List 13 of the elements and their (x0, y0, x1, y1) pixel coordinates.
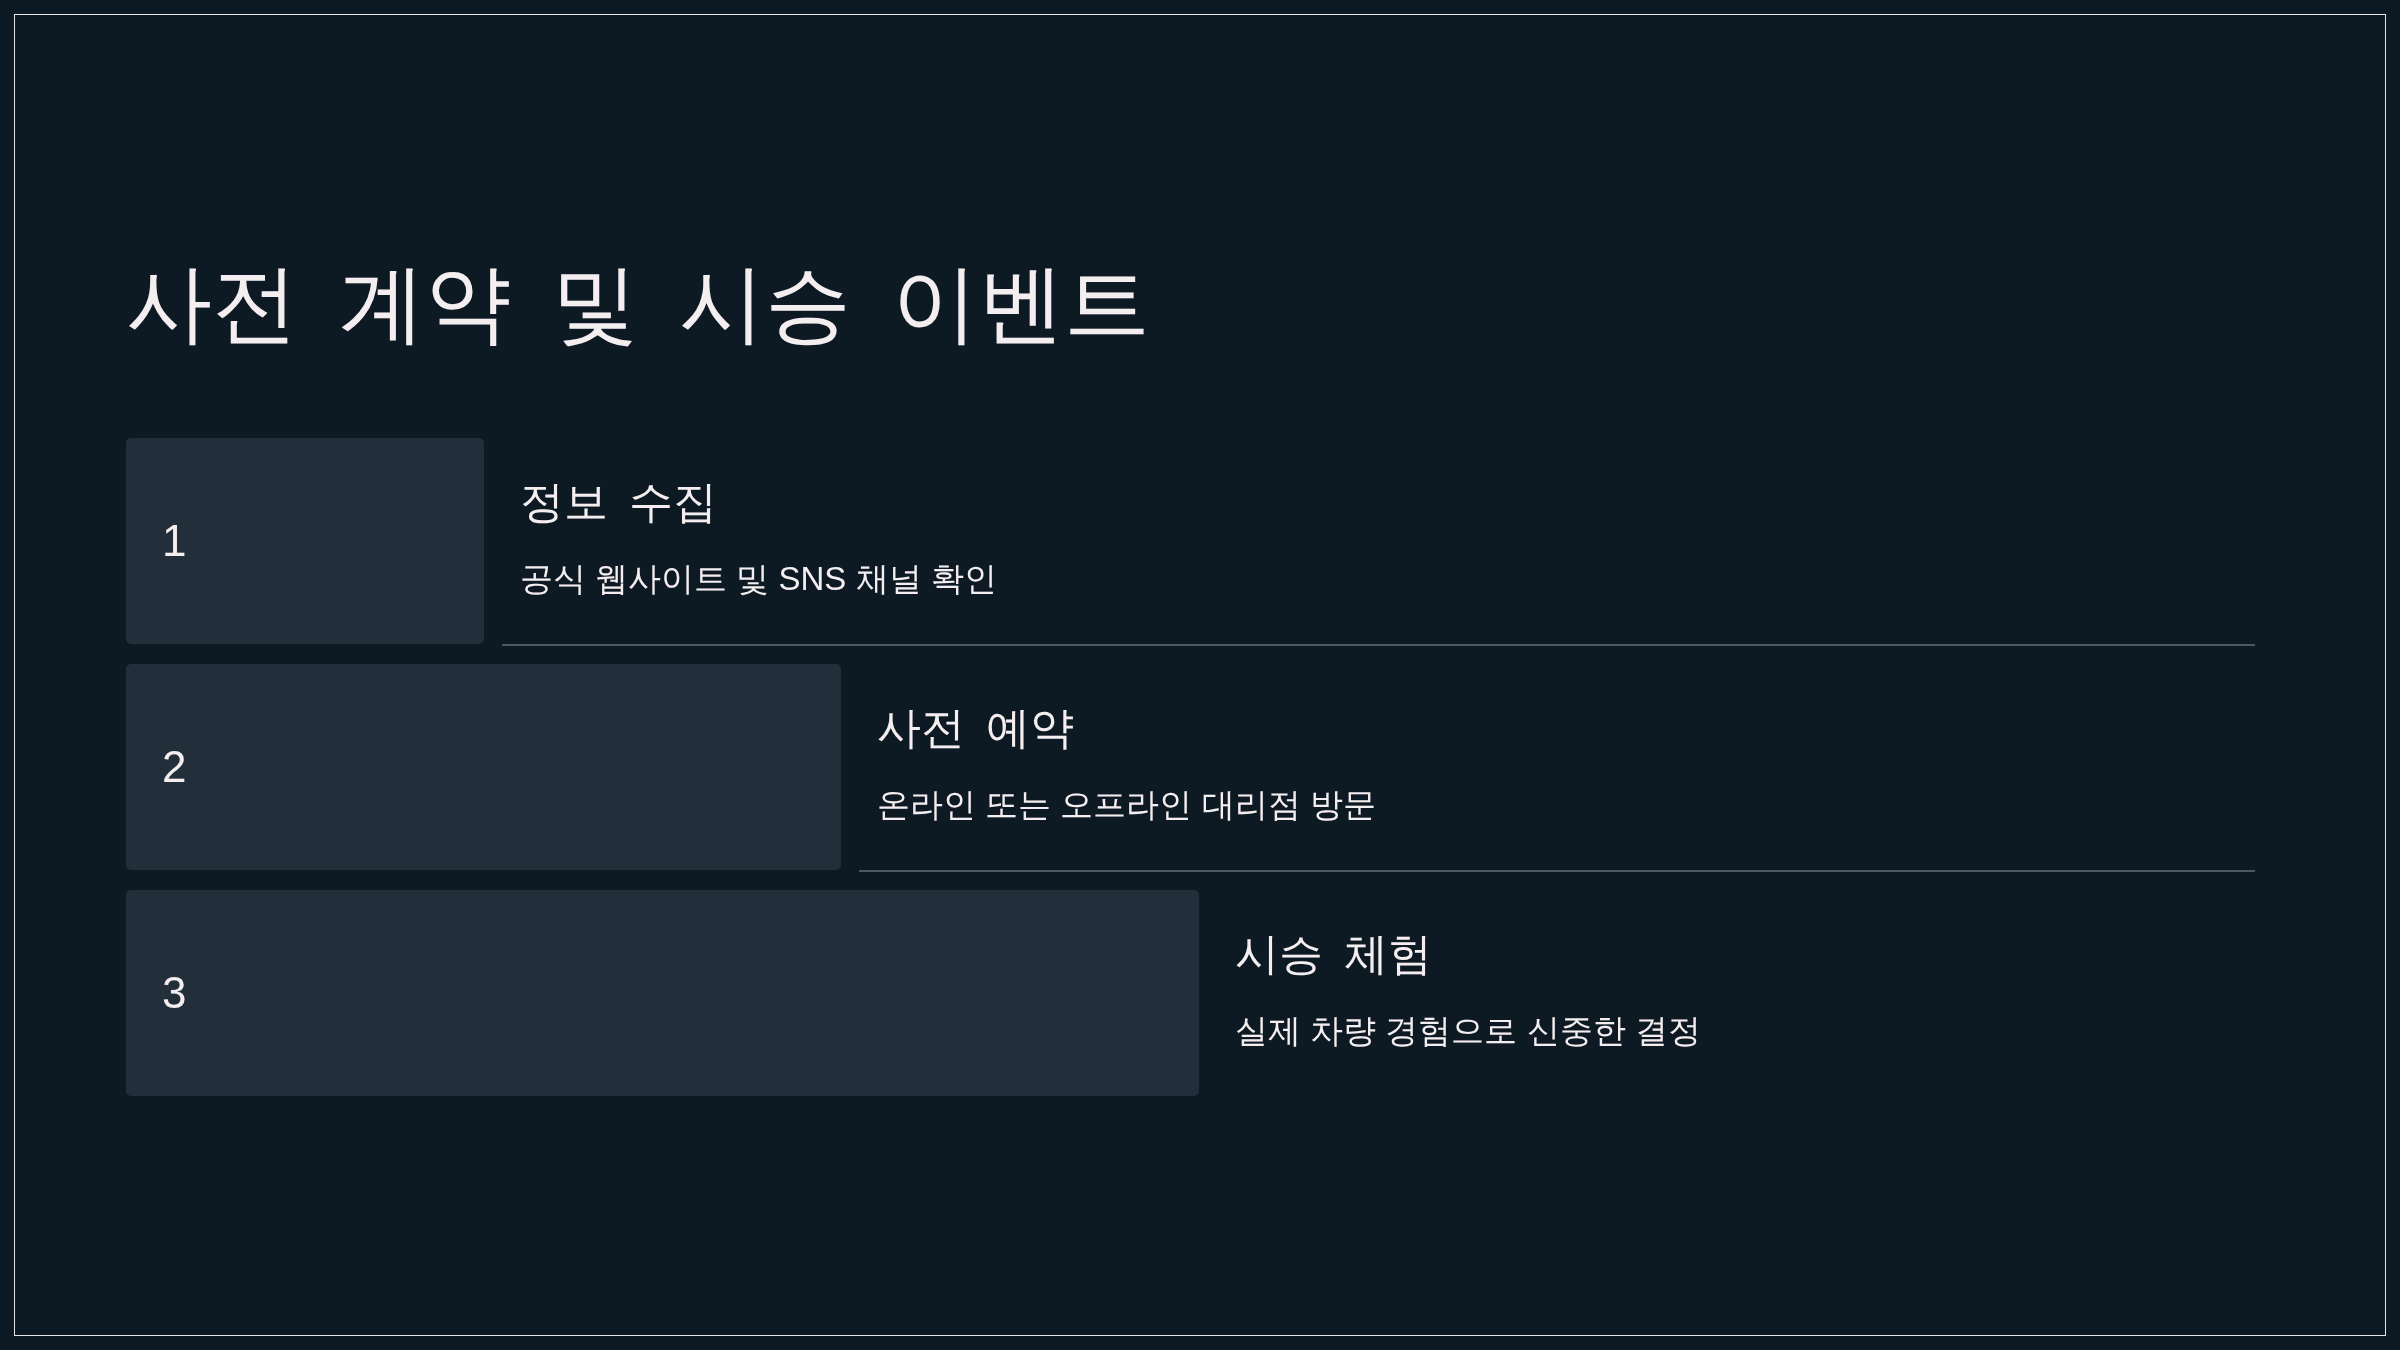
step-description: 실제 차량 경험으로 신중한 결정 (1235, 1014, 1701, 1047)
step-heading: 사전 예약 (877, 706, 1075, 750)
step-bar (126, 438, 484, 644)
step-heading: 시승 체험 (1235, 932, 1433, 976)
step-bar (126, 664, 841, 870)
title: 사전 계약 및 시승 이벤트 (126, 260, 1151, 346)
step-description: 공식 웹사이트 및 SNS 채널 확인 (520, 562, 997, 595)
step-description: 온라인 또는 오프라인 대리점 방문 (877, 788, 1376, 821)
step-number: 1 (162, 519, 187, 563)
step-number: 3 (162, 971, 187, 1015)
step-bar (126, 890, 1199, 1096)
step-heading: 정보 수집 (520, 480, 718, 524)
step-number: 2 (162, 745, 187, 789)
